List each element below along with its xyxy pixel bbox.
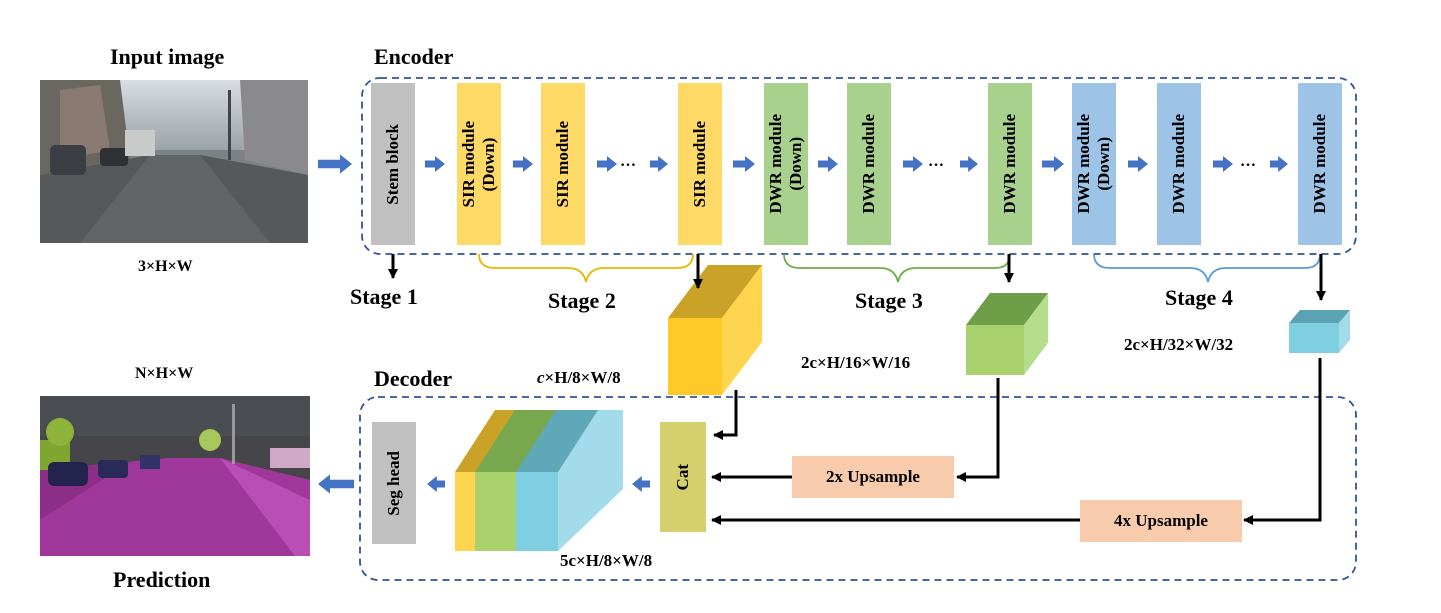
- cat-label: Cat: [673, 463, 692, 491]
- encoder-flow-arrow-6: [818, 156, 838, 172]
- dwr-module-stage4-last: DWR module: [1298, 83, 1342, 245]
- stage-output-arrows: [388, 254, 1326, 301]
- stage4-brace: [1093, 253, 1321, 283]
- sir-module-last: SIR module: [678, 83, 722, 245]
- input-to-encoder-arrow: [318, 154, 352, 174]
- decoder-frame: [359, 396, 1357, 581]
- encoder-flow-arrow-5: [733, 156, 755, 172]
- sir-module-label: SIR module: [553, 120, 572, 208]
- stage3-brace: [783, 253, 1011, 283]
- encoder-flow-arrow-10: [1128, 156, 1148, 172]
- encoder-flow-arrow-11: [1213, 156, 1233, 172]
- encoder-flow-arrow-7: [903, 156, 923, 172]
- dwr-module-stage3-last: DWR module: [988, 83, 1032, 245]
- dwr-module-stage3: DWR module: [847, 83, 891, 245]
- cat-block: Cat: [660, 422, 706, 532]
- feature-concat-label: 5c×H/8×W/8: [560, 551, 652, 571]
- feature-h8-label: c×H/8×W/8: [537, 368, 621, 388]
- ellipsis-stage3: …: [928, 153, 944, 170]
- feature-h32-channels: 2c: [1124, 335, 1141, 354]
- concat-to-features-arrow: [632, 476, 650, 492]
- prediction-title: Prediction: [113, 567, 211, 592]
- stem-block: Stem block: [371, 83, 415, 245]
- feature-map-h16: [966, 293, 1048, 375]
- dwr-module-stage4: DWR module: [1157, 83, 1201, 245]
- decoder-title: Decoder: [374, 366, 453, 391]
- encoder-frame: [361, 77, 1357, 255]
- dwr-module-down-stage4-label: DWR module (Down): [1074, 114, 1113, 214]
- stage2-brace: [478, 253, 694, 283]
- feature-h32-label: 2c×H/32×W/32: [1124, 335, 1233, 355]
- dwr-module-stage4-last-label: DWR module: [1310, 114, 1329, 214]
- input-image: [40, 80, 308, 243]
- dwr-module-down-stage4: DWR module (Down): [1072, 83, 1116, 245]
- encoder-title: Encoder: [374, 44, 454, 69]
- ellipsis-stage2: …: [620, 153, 636, 170]
- feature-map-concat: [455, 410, 623, 551]
- stage-3-label: Stage 3: [855, 288, 923, 313]
- encoder-flow-arrows: [318, 154, 1288, 494]
- encoder-flow-arrow-8: [960, 156, 978, 172]
- feature-h16-size: ×H/16×W/16: [817, 353, 911, 372]
- seg-head-label: Seg head: [384, 450, 403, 516]
- feature-h16-label: 2c×H/16×W/16: [801, 353, 910, 373]
- sir-module: SIR module: [541, 83, 585, 245]
- prediction-image: [40, 396, 310, 556]
- feature-h32-size: ×H/32×W/32: [1140, 335, 1234, 354]
- encoder-flow-arrow-4: [650, 156, 668, 172]
- dwr-module-stage3-last-label: DWR module: [1000, 114, 1019, 214]
- sir-module-down: SIR module (Down): [457, 83, 501, 245]
- sir-module-last-label: SIR module: [690, 120, 709, 208]
- encoder-flow-arrow-1: [425, 156, 445, 172]
- feature-map-h32: [1289, 310, 1350, 353]
- stage-4-label: Stage 4: [1165, 285, 1233, 310]
- feature-h16-channels: 2c: [801, 353, 818, 372]
- decoder-connectors: [711, 358, 1322, 525]
- input-image-title: Input image: [110, 44, 225, 69]
- stage-2-label: Stage 2: [548, 288, 616, 313]
- encoder-flow-arrow-2: [513, 156, 533, 172]
- stage-1-label: Stage 1: [350, 284, 418, 309]
- feature-h8-size: ×H/8×W/8: [544, 368, 621, 387]
- dwr-module-stage4-label: DWR module: [1169, 114, 1188, 214]
- input-shape-label: 3×H×W: [138, 258, 193, 275]
- features-to-seghead-arrow: [427, 476, 445, 492]
- output-shape-label: N×H×W: [135, 365, 194, 382]
- feature-concat-size: ×H/8×W/8: [576, 551, 653, 570]
- encoder-flow-arrow-12: [1270, 156, 1288, 172]
- ellipsis-stage4: …: [1240, 153, 1256, 170]
- upsample-4x-box: 4x Upsample: [1080, 500, 1242, 542]
- sir-module-down-label: SIR module (Down): [459, 120, 498, 208]
- dwr-module-down-stage3: DWR module (Down): [764, 83, 808, 245]
- feature-map-h8: [668, 265, 762, 395]
- seghead-to-prediction-arrow: [318, 474, 354, 494]
- upsample-2x-box: 2x Upsample: [792, 456, 954, 498]
- dwr-module-down-stage3-label: DWR module (Down): [766, 114, 805, 214]
- seg-head-block: Seg head: [372, 422, 416, 544]
- stem-block-label: Stem block: [383, 123, 402, 205]
- feature-h8-channels: c: [537, 368, 545, 387]
- encoder-flow-arrow-3: [597, 156, 617, 172]
- encoder-flow-arrow-9: [1042, 156, 1064, 172]
- feature-concat-channels: 5c: [560, 551, 577, 570]
- dwr-module-stage3-label: DWR module: [859, 114, 878, 214]
